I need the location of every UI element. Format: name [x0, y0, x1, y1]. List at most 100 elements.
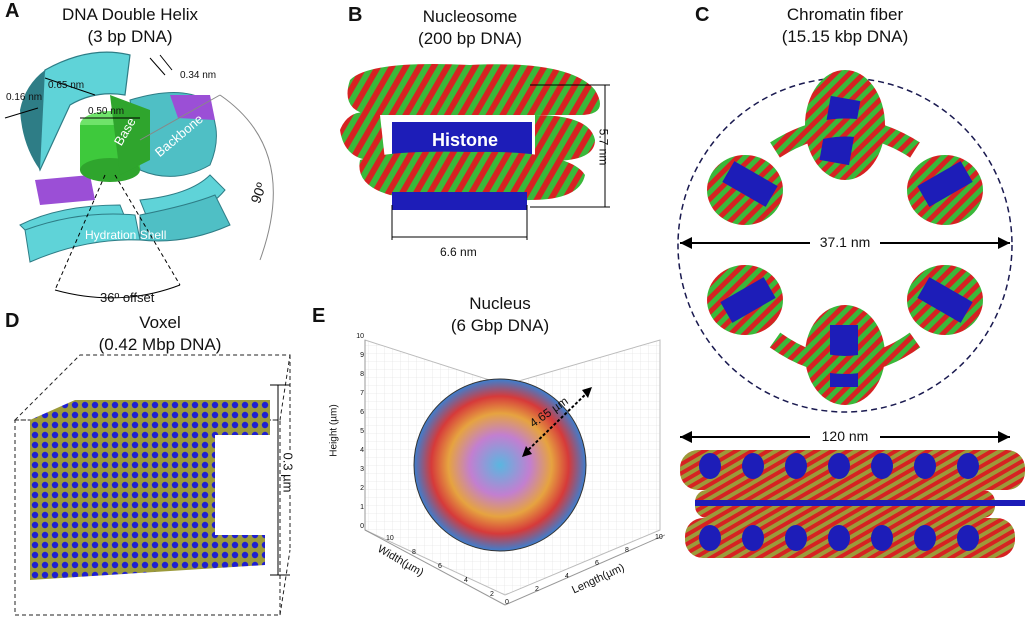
dark-shell-left — [20, 70, 45, 170]
panel-d-letter: D — [5, 310, 20, 332]
nucleus-radius-arrowhead-end — [582, 387, 592, 398]
e-ytick: 10 — [386, 535, 394, 542]
nucleus-sphere[interactable] — [413, 378, 587, 552]
e-ztick: 10 — [356, 333, 364, 340]
fiber-side-nucleosomes — [699, 453, 979, 551]
dim-065-line — [44, 77, 96, 96]
histone-base — [392, 192, 527, 210]
panel-d-title-line2: (0.42 Mbp DNA) — [98, 335, 222, 354]
panel-d-title-line1: Voxel — [139, 313, 181, 332]
label-fiber-length: 120 nm — [821, 428, 869, 444]
e-ytick: 2 — [490, 591, 494, 598]
panel-b-title: Nucleosome (200 bp DNA) — [360, 6, 580, 50]
fiber-diameter-arrow-left — [680, 237, 692, 249]
e-ztick: 1 — [360, 504, 364, 511]
panel-c-letter: C — [695, 4, 710, 26]
panel-a-title-line2: (3 bp DNA) — [87, 27, 173, 46]
e-ztick: 5 — [360, 428, 364, 435]
panel-d: D Voxel (0.42 Mbp DNA) 0.3 µm — [0, 310, 320, 619]
label-065nm: 0.65 nm — [48, 80, 85, 91]
e-ztick: 2 — [360, 485, 364, 492]
nucleus-radius-arrow — [524, 389, 591, 454]
label-050nm: 0.50 nm — [88, 106, 125, 117]
panel-e-title-line2: (6 Gbp DNA) — [450, 316, 550, 335]
e-ztick: 7 — [360, 390, 364, 397]
e-xtick: 8 — [625, 547, 629, 554]
dim-034-line-a — [149, 57, 166, 76]
label-width: 6.6 nm — [440, 245, 477, 259]
dim-034-line-b — [159, 54, 173, 71]
angle-90-arc — [219, 94, 274, 261]
panel-e-title: Nucleus (6 Gbp DNA) — [390, 293, 610, 337]
fiber-boundary — [677, 77, 1013, 413]
label-height: 5.7 nm — [596, 128, 611, 166]
panel-c-title-line1: Chromatin fiber — [786, 5, 904, 24]
fiber-side-view — [680, 450, 1025, 558]
purple-groove-left — [35, 175, 95, 205]
panel-c: C Chromatin fiber (15.15 kbp DNA) 37.1 n… — [665, 0, 1029, 619]
label-histone: Histone — [432, 130, 499, 150]
panel-b-title-line1: Nucleosome — [422, 7, 518, 26]
panel-c-title-line2: (15.15 kbp DNA) — [781, 27, 909, 46]
e-xtick: 0 — [505, 599, 509, 606]
dim-016-line — [4, 107, 39, 119]
panel-b-figure — [340, 64, 610, 240]
e-ztick: 6 — [360, 409, 364, 416]
label-offset: 36º offset — [100, 290, 155, 305]
e-zaxis-label: Height (µm) — [328, 404, 340, 457]
hydration-shell-bottom-right — [139, 194, 231, 242]
panel-b: B Nucleosome (200 bp DNA) Histone 5.7 nm… — [330, 0, 660, 310]
e-ztick: 3 — [360, 466, 364, 473]
e-ztick: 4 — [360, 447, 364, 454]
panel-a-title-line1: DNA Double Helix — [61, 5, 199, 24]
e-ztick: 0 — [360, 523, 364, 530]
panel-b-letter: B — [348, 4, 363, 26]
base-wedge — [110, 95, 150, 175]
e-ytick: 6 — [438, 563, 442, 570]
panel-d-title: Voxel (0.42 Mbp DNA) — [50, 312, 270, 356]
fiber-length-label-bg — [810, 427, 880, 447]
dna-coil-mid-right — [535, 115, 595, 161]
e-xtick: 2 — [535, 586, 539, 593]
purple-groove-right — [170, 95, 215, 120]
label-016nm: 0.16 nm — [6, 92, 43, 103]
panel-e-title-line1: Nucleus — [469, 294, 531, 313]
e-xaxis-ticks: 0 2 4 6 8 10 — [505, 534, 665, 607]
voxel-chromatin — [30, 400, 270, 580]
e-zaxis-ticks: 0 1 2 3 4 5 6 7 8 9 10 — [352, 333, 364, 533]
angle-90-ray — [139, 94, 221, 141]
label-hydration-shell: Hydration Shell — [85, 228, 167, 242]
label-034nm: 0.34 nm — [180, 70, 217, 81]
e-xtick: 10 — [655, 534, 663, 541]
e-ytick: 4 — [464, 577, 468, 584]
fiber-length-arrow-left — [680, 431, 692, 443]
dna-coil-top — [347, 64, 600, 115]
label-voxel-size: 0.3 µm — [280, 452, 296, 493]
dna-coil-mid — [340, 112, 385, 161]
fiber-diameter-arrow-right — [998, 237, 1010, 249]
fiber-ring — [707, 70, 983, 405]
e-xtick: 4 — [565, 573, 569, 580]
label-fiber-diameter: 37.1 nm — [819, 234, 871, 250]
e-floor-left — [364, 529, 506, 606]
panel-d-figure — [13, 354, 291, 616]
panel-e-letter: E — [312, 305, 326, 327]
fiber-length-arrow-right — [998, 431, 1010, 443]
e-floor-right — [504, 534, 665, 606]
panel-c-figure — [677, 70, 1025, 558]
nucleus-radius-arrowhead-start — [522, 446, 532, 457]
e-xtick: 6 — [595, 560, 599, 567]
e-ztick: 8 — [360, 371, 364, 378]
panel-a-letter: A — [5, 0, 20, 22]
e-ztick: 9 — [360, 352, 364, 359]
panel-a-title: DNA Double Helix (3 bp DNA) — [20, 4, 240, 48]
offset-arc — [54, 284, 181, 299]
e-yaxis-ticks: 2 4 6 8 10 — [370, 531, 510, 606]
panel-a: A DNA Double Helix (3 bp DNA) 0.16 nm 0.… — [0, 0, 330, 310]
dna-coil-bottom — [359, 151, 585, 202]
panel-e-figure — [364, 339, 665, 606]
e-ytick: 8 — [412, 549, 416, 556]
fiber-diameter-label-bg — [810, 233, 880, 253]
panel-e: E Nucleus (6 Gbp DNA) 4.65 µm Height (µm… — [312, 294, 665, 619]
offset-dash-right — [114, 174, 181, 286]
